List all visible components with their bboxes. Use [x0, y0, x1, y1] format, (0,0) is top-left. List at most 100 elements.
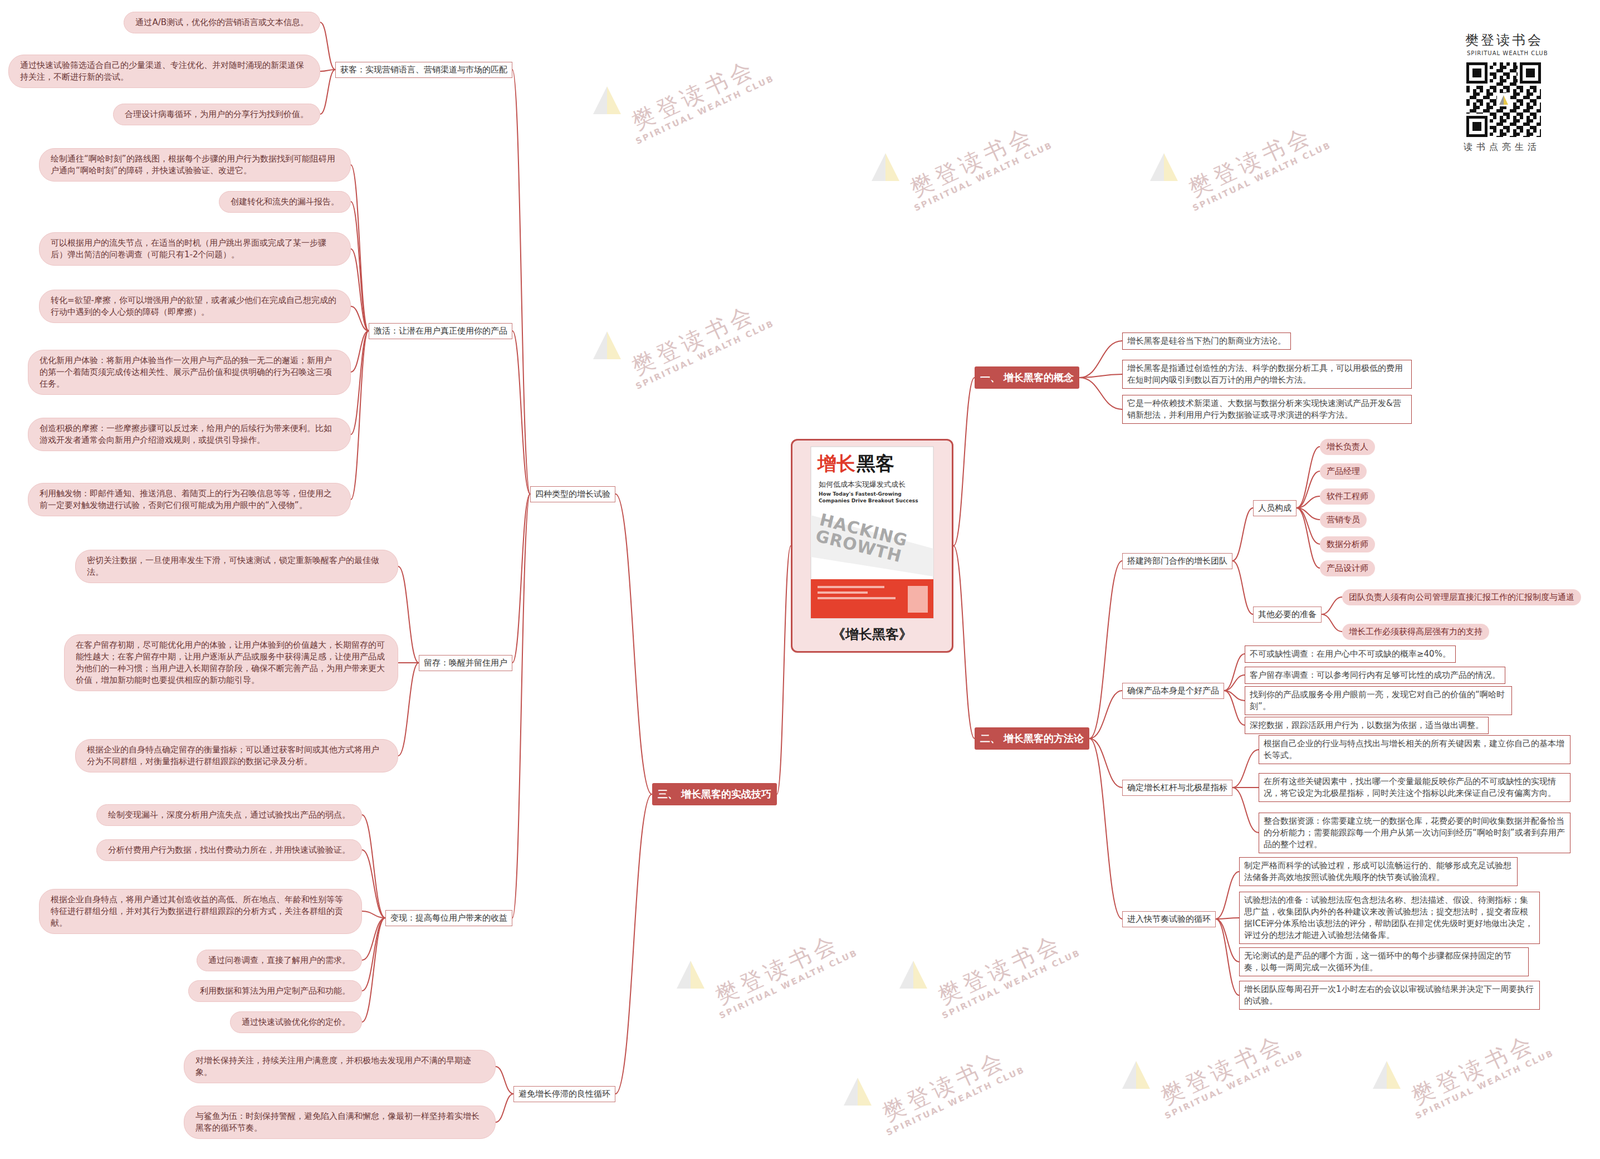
node-text: 绘制通往“啊哈时刻”的路线图，根据每个步骤的用户行为数据找到可能阻碍用户通向“啊… [50, 153, 340, 177]
node-text: 确保产品本身是个好产品 [1127, 684, 1220, 697]
node-text: 对增长保持关注，持续关注用户满意度，并积极地去发现用户不满的早期迹象。 [195, 1054, 484, 1079]
role-pill: 产品经理 [1319, 463, 1367, 480]
note-blob: 通过问卷调查，直接了解用户的需求。 [196, 949, 362, 972]
node-text: 《增长黑客》 [832, 625, 913, 645]
connector [1321, 614, 1343, 632]
connector [1296, 446, 1320, 508]
node-text: 四种类型的增长试验 [535, 488, 611, 501]
node-text: 密切关注数据，一旦使用率发生下滑，可快速测试，锁定重新唤醒客户的最佳做法。 [86, 554, 387, 579]
branch-box: 二、 增长黑客的方法论 [974, 727, 1090, 750]
connector [1296, 471, 1320, 508]
node-text: 增长负责人 [1326, 441, 1369, 453]
note-blob: 合理设计病毒循环，为用户的分享行为找到价值。 [113, 103, 321, 126]
connector [398, 662, 419, 664]
role-pill: 软件工程师 [1319, 488, 1376, 505]
node-text: 创建转化和流失的漏斗报告。 [230, 196, 340, 208]
node-text: 在所有这些关键因素中，找出哪一个变量最能反映你产品的不可或缺性的实现情况，将它设… [1263, 775, 1566, 800]
watermark: 樊登读书会SPIRITUAL WEALTH CLUB [622, 51, 770, 147]
connector [953, 545, 975, 739]
connector [953, 377, 975, 546]
node-text: 利用数据和算法为用户定制产品和功能。 [199, 985, 351, 997]
node-text: 创造积极的摩擦：一些摩擦步骤可以反过来，给用户的后续行为带来便利。比如游戏开发者… [39, 422, 340, 447]
connector [320, 69, 336, 115]
connector [398, 662, 419, 756]
topic-box: 四种类型的增长试验 [530, 486, 616, 503]
book-cover [810, 446, 934, 619]
topic-box: 变现：提高每位用户带来的收益 [385, 909, 513, 927]
note-blob: 根据企业的自身特点确定留存的衡量指标；可以通过获客时间或其他方式将用户分为不同群… [75, 739, 399, 773]
connector [1079, 340, 1123, 378]
node-text: 软件工程师 [1326, 490, 1369, 503]
topic-box: 进入快节奏试验的循环 [1122, 911, 1216, 928]
connector [1224, 653, 1245, 691]
note-box: 制定严格而科学的试验过程，形成可以流畅运行的、能够形成充足试验想法储备并高效地按… [1239, 857, 1518, 887]
connector [350, 330, 369, 500]
role-pill: 团队负责人须有向公司管理层直接汇报工作的汇报制度与通道 [1342, 589, 1582, 606]
cover-subtitle: How Today's Fastest-Growing Companies Dr… [818, 491, 919, 505]
connector [512, 330, 531, 494]
node-text: 通过快速试验筛选适合自己的少量渠道、专注优化、并对随时涌现的新渠道保持关注，不断… [20, 59, 309, 83]
connector [320, 22, 336, 70]
connector [495, 1093, 514, 1123]
logo-text-holder: 樊登读书会 [1465, 31, 1544, 50]
node-text: 其他必要的准备 [1258, 608, 1317, 621]
connector [776, 545, 791, 795]
cover-art-text-holder: HACKING GROWTH [814, 511, 926, 570]
note-box: 增长团队应每周召开一次1小时左右的会议以审视试验结果并决定下一周要执行的试验。 [1239, 980, 1540, 1010]
note-box: 深挖数据，跟踪活跃用户行为，以数据为依据，适当做出调整。 [1244, 716, 1489, 735]
connector [1215, 918, 1240, 996]
logo-text: SPIRITUAL WEALTH CLUB [1466, 50, 1549, 57]
note-box: 它是一种依赖技术新渠道、大数据与数据分析来实现快速测试产品开发&营销新想法，并利… [1122, 394, 1412, 424]
note-blob: 对增长保持关注，持续关注用户满意度，并积极地去发现用户不满的早期迹象。 [183, 1049, 496, 1084]
node-text: 人员构成 [1258, 502, 1292, 515]
role-pill: 营销专员 [1319, 511, 1367, 528]
note-box: 无论测试的是产品的哪个方面，这一循环中的每个步骤都应保持固定的节奏，以每一两周完… [1239, 947, 1529, 977]
note-blob: 通过快速试验筛选适合自己的少量渠道、专注优化、并对随时涌现的新渠道保持关注，不断… [8, 54, 321, 88]
connector [361, 917, 386, 1022]
note-blob: 转化=欲望-摩擦，你可以增强用户的欲望，或者减少他们在完成自己想完成的行动中遇到… [38, 289, 351, 324]
node-text: 二、 增长黑客的方法论 [980, 731, 1084, 745]
node-text: 它是一种依赖技术新渠道、大数据与数据分析来实现快速测试产品开发&营销新想法，并利… [1127, 397, 1407, 422]
connector [495, 1066, 514, 1094]
node-text: 根据企业自身特点，将用户通过其创造收益的高低、所在地点、年龄和性别等等特征进行群… [50, 893, 351, 929]
topic-box: 留存：唤醒并留住用户 [418, 654, 513, 672]
cover-title: 增长 [817, 453, 856, 474]
central-fill [790, 438, 954, 653]
role-pill: 产品设计师 [1319, 560, 1376, 577]
slogan-text-holder: 读书点亮生活 [1463, 141, 1541, 154]
node-text: 不可或缺性调查：在用户心中不可或缺的概率≥40%。 [1249, 648, 1451, 660]
connector [1232, 507, 1254, 561]
connector [1089, 560, 1123, 739]
qr-code [1465, 61, 1543, 139]
watermark: 樊登读书会SPIRITUAL WEALTH CLUB [1151, 1026, 1299, 1122]
connector [350, 306, 369, 331]
connector [615, 493, 653, 795]
note-box: 找到你的产品或服务令用户眼前一亮，发现它对自己的价值的“啊哈时刻”。 [1244, 686, 1513, 716]
note-box: 不可或缺性调查：在用户心中不可或缺的概率≥40%。 [1244, 645, 1456, 663]
node-text: 根据企业的自身特点确定留存的衡量指标；可以通过获客时间或其他方式将用户分为不同群… [86, 744, 387, 768]
topic-box: 搭建跨部门合作的增长团队 [1122, 553, 1233, 570]
logo-text: 樊登读书会 [1465, 31, 1544, 50]
cover-title: 黑客 [856, 453, 895, 474]
note-box: 客户留存率调查：可以参考同行内有足够可比性的成功产品的情况。 [1244, 666, 1506, 684]
connector [512, 493, 531, 663]
watermark: 樊登读书会SPIRITUAL WEALTH CLUB [622, 296, 770, 392]
node-text: 无论测试的是产品的哪个方面，这一循环中的每个步骤都应保持固定的节奏，以每一两周完… [1244, 950, 1524, 974]
cover-subtitle-holder: How Today's Fastest-Growing Companies Dr… [818, 491, 919, 505]
connector [398, 566, 419, 663]
node-text: 通过A/B测试，优化你的营销语言或文本信息。 [135, 16, 309, 29]
node-text: 整合数据资源：你需要建立统一的数据仓库，花费必要的时间收集数据并配备恰当的分析能… [1263, 815, 1566, 851]
node-text: 产品设计师 [1326, 562, 1369, 575]
connector [1224, 674, 1245, 691]
connector [1089, 738, 1123, 919]
note-blob: 绘制通往“啊哈时刻”的路线图，根据每个步骤的用户行为数据找到可能阻碍用户通向“啊… [38, 148, 351, 182]
slogan-text: 读书点亮生活 [1463, 141, 1541, 154]
node-text: 合理设计病毒循环，为用户的分享行为找到价值。 [124, 108, 309, 121]
cover-subtitle: 如何低成本实现爆发式成长 [818, 480, 906, 490]
topic-box: 确保产品本身是个好产品 [1122, 682, 1225, 699]
topic-box: 其他必要的准备 [1253, 606, 1322, 623]
note-box: 试验想法的准备：试验想法应包含想法名称、想法描述、假设、待测指标；集思广益，收集… [1239, 891, 1540, 944]
connector [1232, 786, 1259, 789]
connector [361, 917, 386, 991]
node-text: 增长团队应每周召开一次1小时左右的会议以审视试验结果并决定下一周要执行的试验。 [1244, 983, 1535, 1007]
